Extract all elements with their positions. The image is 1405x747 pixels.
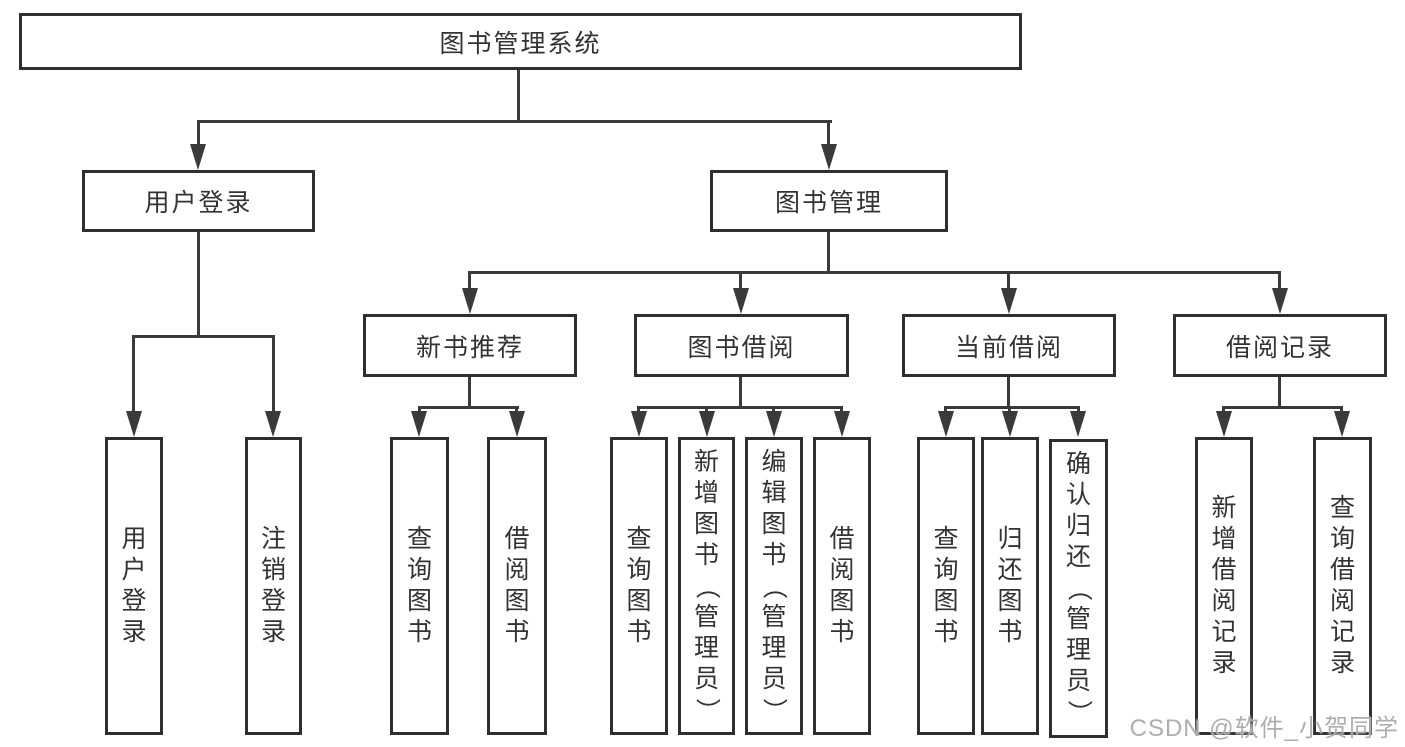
node-borrow-records: 借阅记录 bbox=[1173, 314, 1387, 377]
arrow-down-icon bbox=[411, 411, 427, 437]
connector-line bbox=[944, 406, 1080, 409]
node-book-borrowing: 图书借阅 bbox=[634, 314, 849, 377]
connector-line bbox=[197, 120, 832, 123]
arrow-down-icon bbox=[733, 288, 749, 314]
connector-line bbox=[468, 271, 471, 291]
arrow-down-icon bbox=[126, 411, 142, 437]
leaf-return-books: 归还图书 bbox=[981, 437, 1039, 735]
connector-line bbox=[739, 271, 742, 291]
node-current-borrowing-label: 当前借阅 bbox=[954, 333, 1063, 362]
leaf-query-books-borrowing: 查询图书 bbox=[610, 437, 668, 735]
leaf-confirm-return-admin: 确认归还（管理员） bbox=[1049, 439, 1108, 738]
connector-line bbox=[197, 232, 200, 337]
leaf-query-borrow-record-label: 查询借阅记录 bbox=[1329, 494, 1355, 677]
leaf-user-login-label: 用户登录 bbox=[121, 525, 147, 646]
arrow-down-icon bbox=[1001, 288, 1017, 314]
connector-line bbox=[827, 232, 830, 274]
node-book-borrowing-label: 图书借阅 bbox=[687, 333, 796, 362]
leaf-return-books-label: 归还图书 bbox=[997, 525, 1023, 646]
leaf-query-books-recommend-label: 查询图书 bbox=[406, 525, 432, 646]
leaf-add-books-admin: 新增图书（管理员） bbox=[678, 437, 735, 735]
connector-line bbox=[827, 120, 830, 148]
arrow-down-icon bbox=[821, 144, 837, 170]
arrow-down-icon bbox=[1002, 411, 1018, 437]
connector-line bbox=[1007, 271, 1010, 291]
arrow-down-icon bbox=[699, 411, 715, 437]
leaf-query-books-current: 查询图书 bbox=[917, 437, 975, 735]
leaf-borrow-books-label: 借阅图书 bbox=[829, 525, 855, 646]
connector-line bbox=[637, 406, 843, 409]
leaf-query-borrow-record: 查询借阅记录 bbox=[1313, 437, 1372, 735]
connector-line bbox=[272, 335, 275, 415]
watermark: CSDN @软件_小贺同学 bbox=[1129, 715, 1399, 742]
connector-line bbox=[739, 377, 742, 408]
leaf-query-books-recommend: 查询图书 bbox=[390, 437, 449, 735]
connector-line bbox=[1278, 377, 1281, 408]
leaf-edit-books-admin-label: 编辑图书（管理员） bbox=[760, 447, 789, 723]
connector-line bbox=[197, 120, 200, 148]
arrow-down-icon bbox=[631, 411, 647, 437]
node-library-system-label: 图书管理系统 bbox=[439, 29, 602, 58]
connector-line bbox=[1222, 406, 1343, 409]
leaf-borrow-books-recommend: 借阅图书 bbox=[487, 437, 547, 735]
node-new-book-recommend: 新书推荐 bbox=[363, 314, 577, 377]
leaf-logout: 注销登录 bbox=[245, 437, 302, 735]
arrow-down-icon bbox=[265, 411, 281, 437]
connector-line bbox=[132, 335, 135, 415]
leaf-user-login: 用户登录 bbox=[105, 437, 163, 735]
connector-line bbox=[468, 271, 1281, 274]
connector-line bbox=[468, 377, 471, 408]
node-book-management-label: 图书管理 bbox=[774, 189, 883, 217]
arrow-down-icon bbox=[834, 411, 850, 437]
node-library-system: 图书管理系统 bbox=[19, 13, 1022, 70]
leaf-add-borrow-record: 新增借阅记录 bbox=[1195, 437, 1253, 735]
arrow-down-icon bbox=[1334, 411, 1350, 437]
leaf-add-books-admin-label: 新增图书（管理员） bbox=[692, 447, 721, 723]
leaf-confirm-return-admin-label: 确认归还（管理员） bbox=[1064, 450, 1093, 726]
connector-line bbox=[418, 406, 519, 409]
arrow-down-icon bbox=[1216, 411, 1232, 437]
leaf-borrow-books-recommend-label: 借阅图书 bbox=[504, 525, 530, 646]
arrow-down-icon bbox=[462, 288, 478, 314]
connector-line bbox=[1007, 377, 1010, 408]
arrow-down-icon bbox=[938, 411, 954, 437]
leaf-logout-label: 注销登录 bbox=[260, 525, 286, 646]
node-user-login-label: 用户登录 bbox=[144, 189, 253, 217]
arrow-down-icon bbox=[509, 411, 525, 437]
leaf-edit-books-admin: 编辑图书（管理员） bbox=[745, 437, 803, 735]
connector-line bbox=[517, 70, 520, 122]
node-borrow-records-label: 借阅记录 bbox=[1225, 333, 1334, 362]
leaf-add-borrow-record-label: 新增借阅记录 bbox=[1211, 494, 1237, 677]
leaf-query-books-current-label: 查询图书 bbox=[933, 525, 959, 646]
arrow-down-icon bbox=[1070, 411, 1086, 437]
node-new-book-recommend-label: 新书推荐 bbox=[415, 333, 524, 362]
connector-line bbox=[132, 335, 275, 338]
node-user-login: 用户登录 bbox=[82, 170, 315, 232]
leaf-borrow-books: 借阅图书 bbox=[813, 437, 871, 735]
leaf-query-books-borrowing-label: 查询图书 bbox=[626, 525, 652, 646]
arrow-down-icon bbox=[190, 144, 206, 170]
arrow-down-icon bbox=[766, 411, 782, 437]
node-current-borrowing: 当前借阅 bbox=[902, 314, 1116, 377]
connector-line bbox=[1278, 271, 1281, 291]
arrow-down-icon bbox=[1272, 288, 1288, 314]
node-book-management: 图书管理 bbox=[710, 170, 948, 232]
